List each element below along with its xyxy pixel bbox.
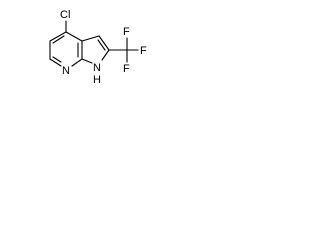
bond-c3a-c3 bbox=[81, 35, 100, 42]
bond-n1-c7a bbox=[81, 58, 93, 64]
atom-fluorine-right: F bbox=[140, 45, 147, 57]
bond-c6-n7-inner bbox=[52, 56, 62, 63]
bond-c2-n1 bbox=[101, 49, 110, 61]
atom-pyrrole-nitrogen: N bbox=[93, 62, 101, 74]
bond-lines bbox=[49, 20, 139, 67]
bond-c6-n7 bbox=[49, 58, 62, 67]
atom-chlorine: Cl bbox=[60, 9, 70, 21]
bond-c3-c2 bbox=[98, 35, 110, 51]
bond-c4-c5 bbox=[49, 31, 67, 42]
atom-pyridine-nitrogen: N bbox=[62, 65, 70, 77]
bond-c3a-c4 bbox=[65, 31, 83, 42]
bond-c3-c2-inner bbox=[97, 39, 106, 51]
molecule-structure: Cl N N H F F F bbox=[49, 9, 147, 86]
atom-fluorine-top: F bbox=[123, 26, 130, 38]
atom-pyrrole-hydrogen: H bbox=[93, 74, 101, 86]
bond-n7-c7a bbox=[71, 58, 83, 67]
structure-canvas: Cl N N H F F F bbox=[0, 0, 185, 106]
atom-fluorine-bottom: F bbox=[123, 63, 130, 75]
bond-c4-c5-inner bbox=[52, 35, 65, 44]
